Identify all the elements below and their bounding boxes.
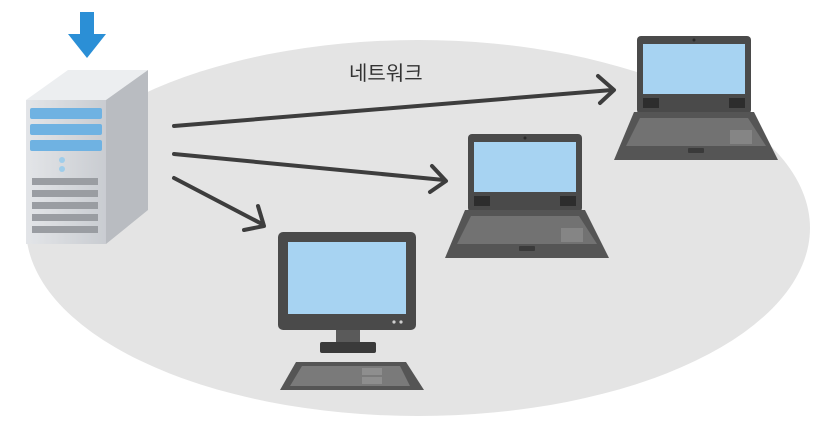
connection-arrow-bottom <box>172 176 266 232</box>
laptop-icon <box>445 134 609 258</box>
connection-arrow-middle <box>172 152 448 194</box>
connection-arrow-top <box>172 74 616 128</box>
laptop-icon <box>614 36 778 160</box>
network-label: 네트워크 <box>349 61 423 85</box>
server-tower-icon <box>26 70 148 244</box>
desktop-monitor-icon <box>278 232 416 353</box>
keyboard-icon <box>280 362 424 390</box>
network-area <box>26 40 810 416</box>
download-arrow-icon <box>68 12 106 58</box>
